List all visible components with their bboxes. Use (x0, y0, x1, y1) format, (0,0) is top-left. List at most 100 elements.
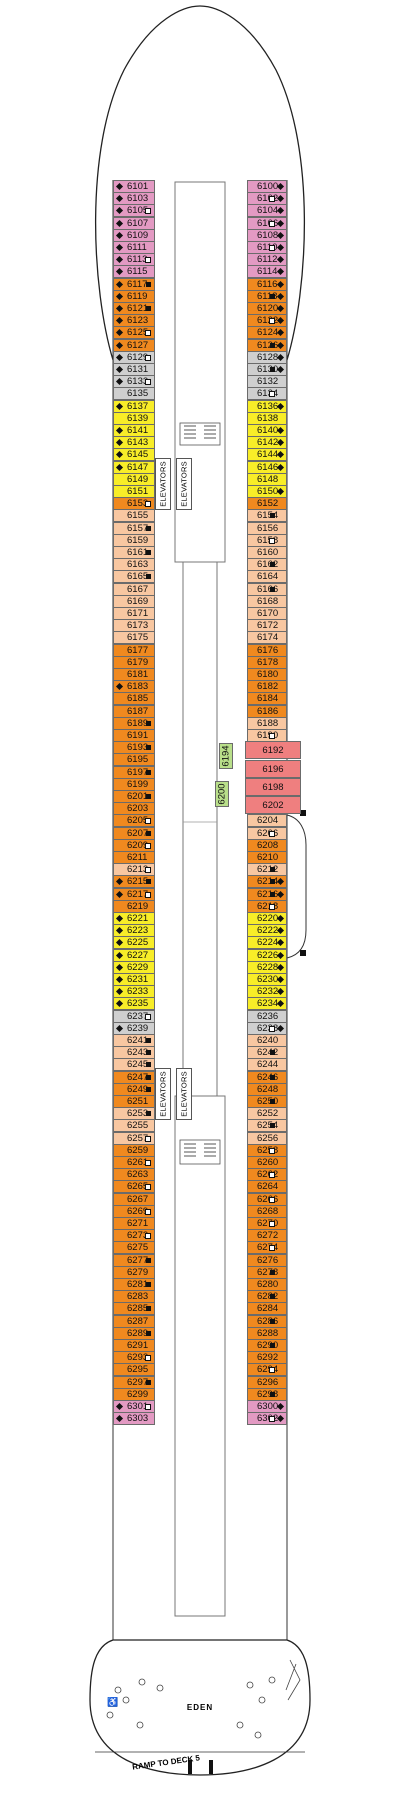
cabin-6276[interactable]: 6276 (247, 1253, 287, 1267)
cabin-6139[interactable]: 6139 (113, 411, 155, 425)
cabin-6302[interactable]: 6302 (247, 1412, 287, 1426)
cabin-6303[interactable]: 6303 (113, 1412, 155, 1426)
cabin-6268[interactable]: 6268 (247, 1204, 287, 1218)
cabin-6201[interactable]: 6201 (113, 790, 155, 803)
cabin-6214[interactable]: 6214 (247, 875, 287, 889)
cabin-6240[interactable]: 6240 (247, 1034, 287, 1047)
cabin-6265[interactable]: 6265 (113, 1180, 155, 1194)
cabin-6236[interactable]: 6236 (247, 1009, 287, 1023)
cabin-6154[interactable]: 6154 (247, 509, 287, 523)
cabin-6173[interactable]: 6173 (113, 619, 155, 633)
cabin-6142[interactable]: 6142 (247, 436, 287, 450)
cabin-6184[interactable]: 6184 (247, 692, 287, 706)
cabin-6130[interactable]: 6130 (247, 363, 287, 376)
cabin-6261[interactable]: 6261 (113, 1156, 155, 1169)
cabin-6212[interactable]: 6212 (247, 863, 287, 877)
cabin-6275[interactable]: 6275 (113, 1241, 155, 1255)
cabin-6254[interactable]: 6254 (247, 1119, 287, 1133)
cabin-6134[interactable]: 6134 (247, 387, 287, 401)
cabin-6111[interactable]: 6111 (113, 241, 155, 254)
cabin-6237[interactable]: 6237 (113, 1009, 155, 1023)
cabin-6100[interactable]: 6100 (247, 180, 287, 193)
cabin-6206[interactable]: 6206 (247, 826, 287, 840)
cabin-6290[interactable]: 6290 (247, 1339, 287, 1352)
cabin-6239[interactable]: 6239 (113, 1021, 155, 1035)
cabin-6226[interactable]: 6226 (247, 948, 287, 962)
cabin-6223[interactable]: 6223 (113, 924, 155, 938)
cabin-6178[interactable]: 6178 (247, 655, 287, 669)
cabin-6108[interactable]: 6108 (247, 228, 287, 242)
cabin-6114[interactable]: 6114 (247, 265, 287, 279)
cabin-6296[interactable]: 6296 (247, 1375, 287, 1389)
cabin-6147[interactable]: 6147 (113, 460, 155, 474)
cabin-6168[interactable]: 6168 (247, 594, 287, 608)
cabin-6242[interactable]: 6242 (247, 1046, 287, 1060)
cabin-6238[interactable]: 6238 (247, 1021, 287, 1035)
cabin-6109[interactable]: 6109 (113, 228, 155, 242)
cabin-6243[interactable]: 6243 (113, 1046, 155, 1060)
cabin-6158[interactable]: 6158 (247, 533, 287, 547)
cabin-6220[interactable]: 6220 (247, 912, 287, 925)
cabin-6126[interactable]: 6126 (247, 338, 287, 352)
cabin-6176[interactable]: 6176 (247, 643, 287, 657)
cabin-6232[interactable]: 6232 (247, 985, 287, 999)
cabin-6112[interactable]: 6112 (247, 253, 287, 267)
cabin-6151[interactable]: 6151 (113, 485, 155, 498)
cabin-6144[interactable]: 6144 (247, 448, 287, 462)
cabin-6187[interactable]: 6187 (113, 704, 155, 718)
cabin-6103[interactable]: 6103 (113, 192, 155, 206)
cabin-6159[interactable]: 6159 (113, 533, 155, 547)
cabin-6224[interactable]: 6224 (247, 936, 287, 950)
cabin-6135[interactable]: 6135 (113, 387, 155, 401)
cabin-6235[interactable]: 6235 (113, 997, 155, 1011)
cabin-6162[interactable]: 6162 (247, 558, 287, 572)
cabin-6167[interactable]: 6167 (113, 582, 155, 596)
cabin-6260[interactable]: 6260 (247, 1156, 287, 1169)
cabin-6256[interactable]: 6256 (247, 1131, 287, 1145)
cabin-6175[interactable]: 6175 (113, 631, 155, 645)
cabin-6119[interactable]: 6119 (113, 289, 155, 303)
cabin-6122[interactable]: 6122 (247, 314, 287, 328)
suite-6192[interactable]: 6192 (245, 741, 301, 760)
cabin-6222[interactable]: 6222 (247, 924, 287, 938)
cabin-6186[interactable]: 6186 (247, 704, 287, 718)
cabin-6149[interactable]: 6149 (113, 472, 155, 486)
cabin-6227[interactable]: 6227 (113, 948, 155, 962)
cabin-6300[interactable]: 6300 (247, 1400, 287, 1413)
cabin-6269[interactable]: 6269 (113, 1204, 155, 1218)
cabin-6259[interactable]: 6259 (113, 1143, 155, 1157)
cabin-6128[interactable]: 6128 (247, 350, 287, 364)
cabin-6247[interactable]: 6247 (113, 1070, 155, 1084)
cabin-6129[interactable]: 6129 (113, 350, 155, 364)
cabin-6101[interactable]: 6101 (113, 180, 155, 193)
cabin-6213[interactable]: 6213 (113, 863, 155, 877)
cabin-6195[interactable]: 6195 (113, 753, 155, 767)
cabin-6208[interactable]: 6208 (247, 838, 287, 852)
cabin-6136[interactable]: 6136 (247, 399, 287, 413)
cabin-6104[interactable]: 6104 (247, 204, 287, 218)
cabin-6203[interactable]: 6203 (113, 802, 155, 816)
cabin-6169[interactable]: 6169 (113, 594, 155, 608)
cabin-6277[interactable]: 6277 (113, 1253, 155, 1267)
cabin-6249[interactable]: 6249 (113, 1082, 155, 1096)
cabin-6165[interactable]: 6165 (113, 570, 155, 584)
cabin-6231[interactable]: 6231 (113, 973, 155, 986)
cabin-6141[interactable]: 6141 (113, 424, 155, 437)
cabin-6145[interactable]: 6145 (113, 448, 155, 462)
cabin-6199[interactable]: 6199 (113, 777, 155, 791)
cabin-6286[interactable]: 6286 (247, 1314, 287, 1328)
cabin-6148[interactable]: 6148 (247, 472, 287, 486)
cabin-6234[interactable]: 6234 (247, 997, 287, 1011)
cabin-6107[interactable]: 6107 (113, 216, 155, 230)
cabin-6285[interactable]: 6285 (113, 1302, 155, 1316)
cabin-6102[interactable]: 6102 (247, 192, 287, 206)
cabin-6166[interactable]: 6166 (247, 582, 287, 596)
cabin-6250[interactable]: 6250 (247, 1095, 287, 1108)
room-6200[interactable]: 6200 (215, 781, 229, 808)
cabin-6282[interactable]: 6282 (247, 1290, 287, 1304)
cabin-6146[interactable]: 6146 (247, 460, 287, 474)
suite-6196[interactable]: 6196 (245, 759, 301, 778)
cabin-6271[interactable]: 6271 (113, 1217, 155, 1230)
cabin-6241[interactable]: 6241 (113, 1034, 155, 1047)
cabin-6279[interactable]: 6279 (113, 1265, 155, 1279)
